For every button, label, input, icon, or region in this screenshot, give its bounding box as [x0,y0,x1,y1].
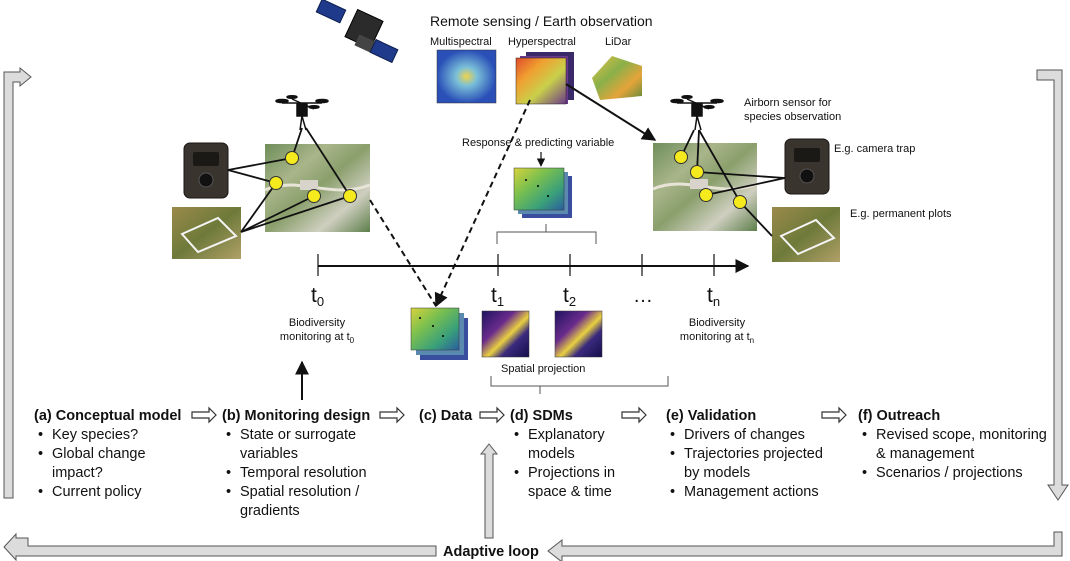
loop-arrow-bottom-right [547,531,1063,561]
monitoring-t0-label: Biodiversity monitoring at t0 [262,316,372,348]
remote-sensing-title: Remote sensing / Earth observation [430,13,653,29]
step-b-item: Temporal resolution [226,464,382,483]
tick-tn: tn [707,284,720,309]
tick-t0: t0 [311,284,324,309]
permanent-plot-left-image [172,207,241,259]
projection-map-t1 [481,310,530,358]
loop-arrow-left-up [3,66,32,499]
hyperspectral-label: Hyperspectral [508,36,576,48]
lidar-label: LiDar [605,36,632,48]
step-e-list: Drivers of changes Trajectories projecte… [666,426,830,502]
step-a-item: Current policy [38,483,194,502]
monitoring-tn-line1: Biodiversity [688,317,746,329]
step-a-conceptual-model: (a) Conceptual model Key species? Global… [34,407,194,502]
step-arrow-d-e [621,406,647,424]
permanent-plots-label: E.g. permanent plots [850,208,952,220]
step-arrow-e-f [821,406,847,424]
loop-arrow-up-center [479,443,499,539]
camera-trap-label: E.g. camera trap [834,143,915,155]
monitoring-tn-label: Biodiversity monitoring at tn [662,316,772,348]
spatial-projection-label: Spatial projection [501,363,585,375]
step-b-list: State or surrogate variables Temporal re… [222,426,382,521]
step-d-item: Projections in space & time [514,464,622,502]
data-stack [410,307,468,360]
drone-right-icon [670,95,724,131]
sensor-links-left [227,127,351,233]
adaptive-loop-label: Adaptive loop [443,544,539,560]
step-b-item: State or surrogate variables [226,426,382,464]
step-f-list: Revised scope, monitoring & management S… [858,426,1050,483]
timeline [317,254,750,276]
camera-trap-left-icon [183,142,229,199]
markers-left [269,151,357,203]
tick-t2: t2 [563,284,576,309]
loop-arrow-right-down [1036,69,1069,501]
monitoring-t0-line1: Biodiversity [288,317,346,329]
response-variable-label: Response & predicting variable [462,137,614,149]
hyperspectral-to-data-arrow [434,99,531,308]
step-c-data: (c) Data [419,407,479,426]
hyperspectral-image [515,52,574,105]
multispectral-image [436,49,497,104]
airborne-sensor-label: Airborn sensor for species observation [744,97,842,123]
drone-left-icon [275,95,329,131]
step-a-list: Key species? Global change impact? Curre… [34,426,194,502]
tick-t1: t1 [491,284,504,309]
response-variable-bracket [496,224,597,244]
projection-map-t2 [554,310,603,358]
step-d-list: Explanatory models Projections in space … [510,426,622,502]
monitoring-t0-line2: monitoring at t [279,331,350,343]
step-a-item: Global change impact? [38,445,194,483]
tick-ellipsis: … [633,285,653,307]
satellite-icon [315,0,399,64]
step-arrow-b-c [379,406,405,424]
step-e-validation: (e) Validation Drivers of changes Trajec… [666,407,830,502]
step-f-heading: (f) Outreach [858,408,941,424]
step-arrows [191,406,847,424]
step-a-heading: (a) Conceptual model [34,408,182,424]
step-f-outreach: (f) Outreach Revised scope, monitoring &… [858,407,1050,483]
multispectral-label: Multispectral [430,36,492,48]
step-c-heading: (c) Data [419,408,473,424]
step-b-monitoring-design: (b) Monitoring design State or surrogate… [222,407,382,521]
step-e-item: Trajectories projected by models [670,445,830,483]
monitoring-t0-line2-wrap: monitoring at t0 [262,330,372,348]
step-a-item: Key species? [38,426,194,445]
step-arrow-a-b [191,406,217,424]
spatial-projection-bracket [490,376,669,394]
t0-to-data-arrow [369,199,437,307]
response-variable-stack [513,167,572,218]
hyperspectral-to-tn-arrow [565,83,657,141]
lidar-image [592,56,642,100]
step-e-heading: (e) Validation [666,408,757,424]
aerial-image-t0 [264,144,371,232]
camera-trap-right-icon [784,138,830,195]
markers-right [674,150,747,209]
step-b-item: Spatial resolution / gradients [226,483,382,521]
monitoring-tn-line2: monitoring at t [679,331,750,343]
step-d-item: Explanatory models [514,426,622,464]
step-e-item: Management actions [670,483,830,502]
loop-arrow-bottom-left [3,532,437,561]
step-b-heading: (b) Monitoring design [222,408,371,424]
monitoring-tn-sub: n [749,336,755,346]
adaptive-loop-arrows [3,66,1069,561]
step-arrow-c-d [479,406,505,424]
permanent-plot-right-image [772,207,840,262]
step-d-heading: (d) SDMs [510,408,573,424]
step-e-item: Drivers of changes [670,426,830,445]
monitoring-tn-line2-wrap: monitoring at tn [662,330,772,348]
step-f-item: Revised scope, monitoring & management [862,426,1050,464]
step-d-sdms: (d) SDMs Explanatory models Projections … [510,407,622,502]
monitoring-t0-sub: 0 [349,336,355,346]
sensor-links-right [680,129,786,237]
step-f-item: Scenarios / projections [862,464,1050,483]
